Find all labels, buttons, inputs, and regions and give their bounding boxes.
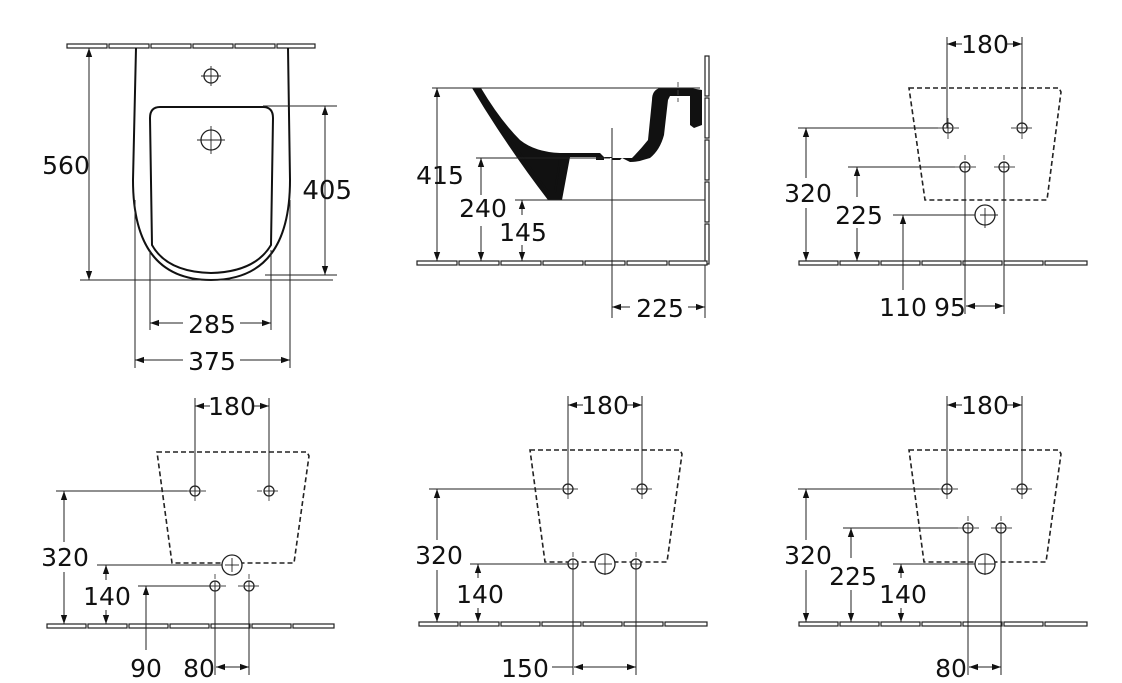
- dim-waste-height: 140: [879, 580, 927, 609]
- wall-plate: [66, 43, 316, 49]
- floor: [798, 260, 1088, 266]
- install-a-panel: 180 320 225 110 95: [784, 30, 1088, 322]
- dim-fixing-height: 320: [784, 541, 832, 570]
- fixing-hole-icon: [185, 480, 207, 503]
- dim-fixing-height: 320: [784, 179, 832, 208]
- floor: [416, 260, 708, 266]
- top-view-panel: 560 405 285 375: [42, 43, 352, 376]
- dim-bowl-width: 285: [188, 310, 236, 339]
- supply-hole-icon: [955, 155, 977, 175]
- dim-fixing-spacing: 180: [581, 391, 629, 420]
- supply-hole-icon: [991, 516, 1013, 538]
- bidet-outline-dashed: [908, 87, 1062, 201]
- dim-fixing-spacing: 180: [961, 391, 1009, 420]
- dim-supply-spacing: 150: [501, 654, 549, 683]
- wall: [704, 55, 710, 265]
- dim-supply-height: 225: [829, 562, 877, 591]
- dim-fixing-height: 320: [415, 541, 463, 570]
- install-d-panel: 180 320 225 140 80: [784, 391, 1088, 683]
- dim-supply-spacing: 80: [183, 654, 215, 683]
- dim-underside-height: 145: [499, 218, 547, 247]
- dim-rim-height: 415: [416, 161, 464, 190]
- waste-pipe-icon: [221, 554, 243, 576]
- waste-pipe-icon: [594, 553, 616, 575]
- bidet-outline-dashed: [156, 451, 310, 564]
- floor: [798, 621, 1088, 627]
- install-c-panel: 180 320 140 150: [415, 391, 708, 683]
- fixing-hole-icon: [937, 478, 959, 500]
- supply-hole-icon: [958, 516, 980, 538]
- dim-overall-width: 375: [188, 347, 236, 376]
- bidet-outline-dashed: [908, 449, 1062, 563]
- dim-waste-height: 140: [83, 582, 131, 611]
- dim-supply-spacing: 80: [935, 654, 967, 683]
- dim-outlet-height: 240: [459, 194, 507, 223]
- dim-fixing-spacing: 180: [208, 392, 256, 421]
- dim-depth-total: 560: [42, 151, 90, 180]
- floor: [46, 623, 335, 629]
- dim-waste-height: 140: [456, 580, 504, 609]
- supply-hole-icon: [994, 155, 1016, 175]
- tap-hole-icon: [201, 66, 221, 86]
- dim-supply-height: 90: [130, 654, 162, 683]
- drain-hole-icon: [197, 126, 225, 154]
- dim-outlet-to-wall: 225: [636, 294, 684, 323]
- waste-pipe-icon: [974, 204, 998, 228]
- dim-fixing-height: 320: [41, 543, 89, 572]
- side-view-panel: 415 240 145 225: [416, 55, 710, 323]
- floor: [418, 621, 708, 627]
- dim-supply-height: 225: [835, 201, 883, 230]
- install-b-panel: 180 320 140 90 80: [41, 392, 335, 683]
- dim-fixing-spacing: 180: [961, 30, 1009, 59]
- bidet-profile: [472, 88, 702, 200]
- dim-waste-height: 110: [879, 293, 927, 322]
- waste-pipe-icon: [974, 553, 996, 575]
- fixing-hole-icon: [938, 118, 959, 140]
- bidet-outline-dashed: [529, 449, 683, 563]
- dim-supply-spacing: 95: [934, 293, 966, 322]
- dim-bowl-depth: 405: [302, 176, 352, 206]
- bidet-bowl-inner: [148, 106, 275, 275]
- supply-hole-icon: [205, 574, 227, 596]
